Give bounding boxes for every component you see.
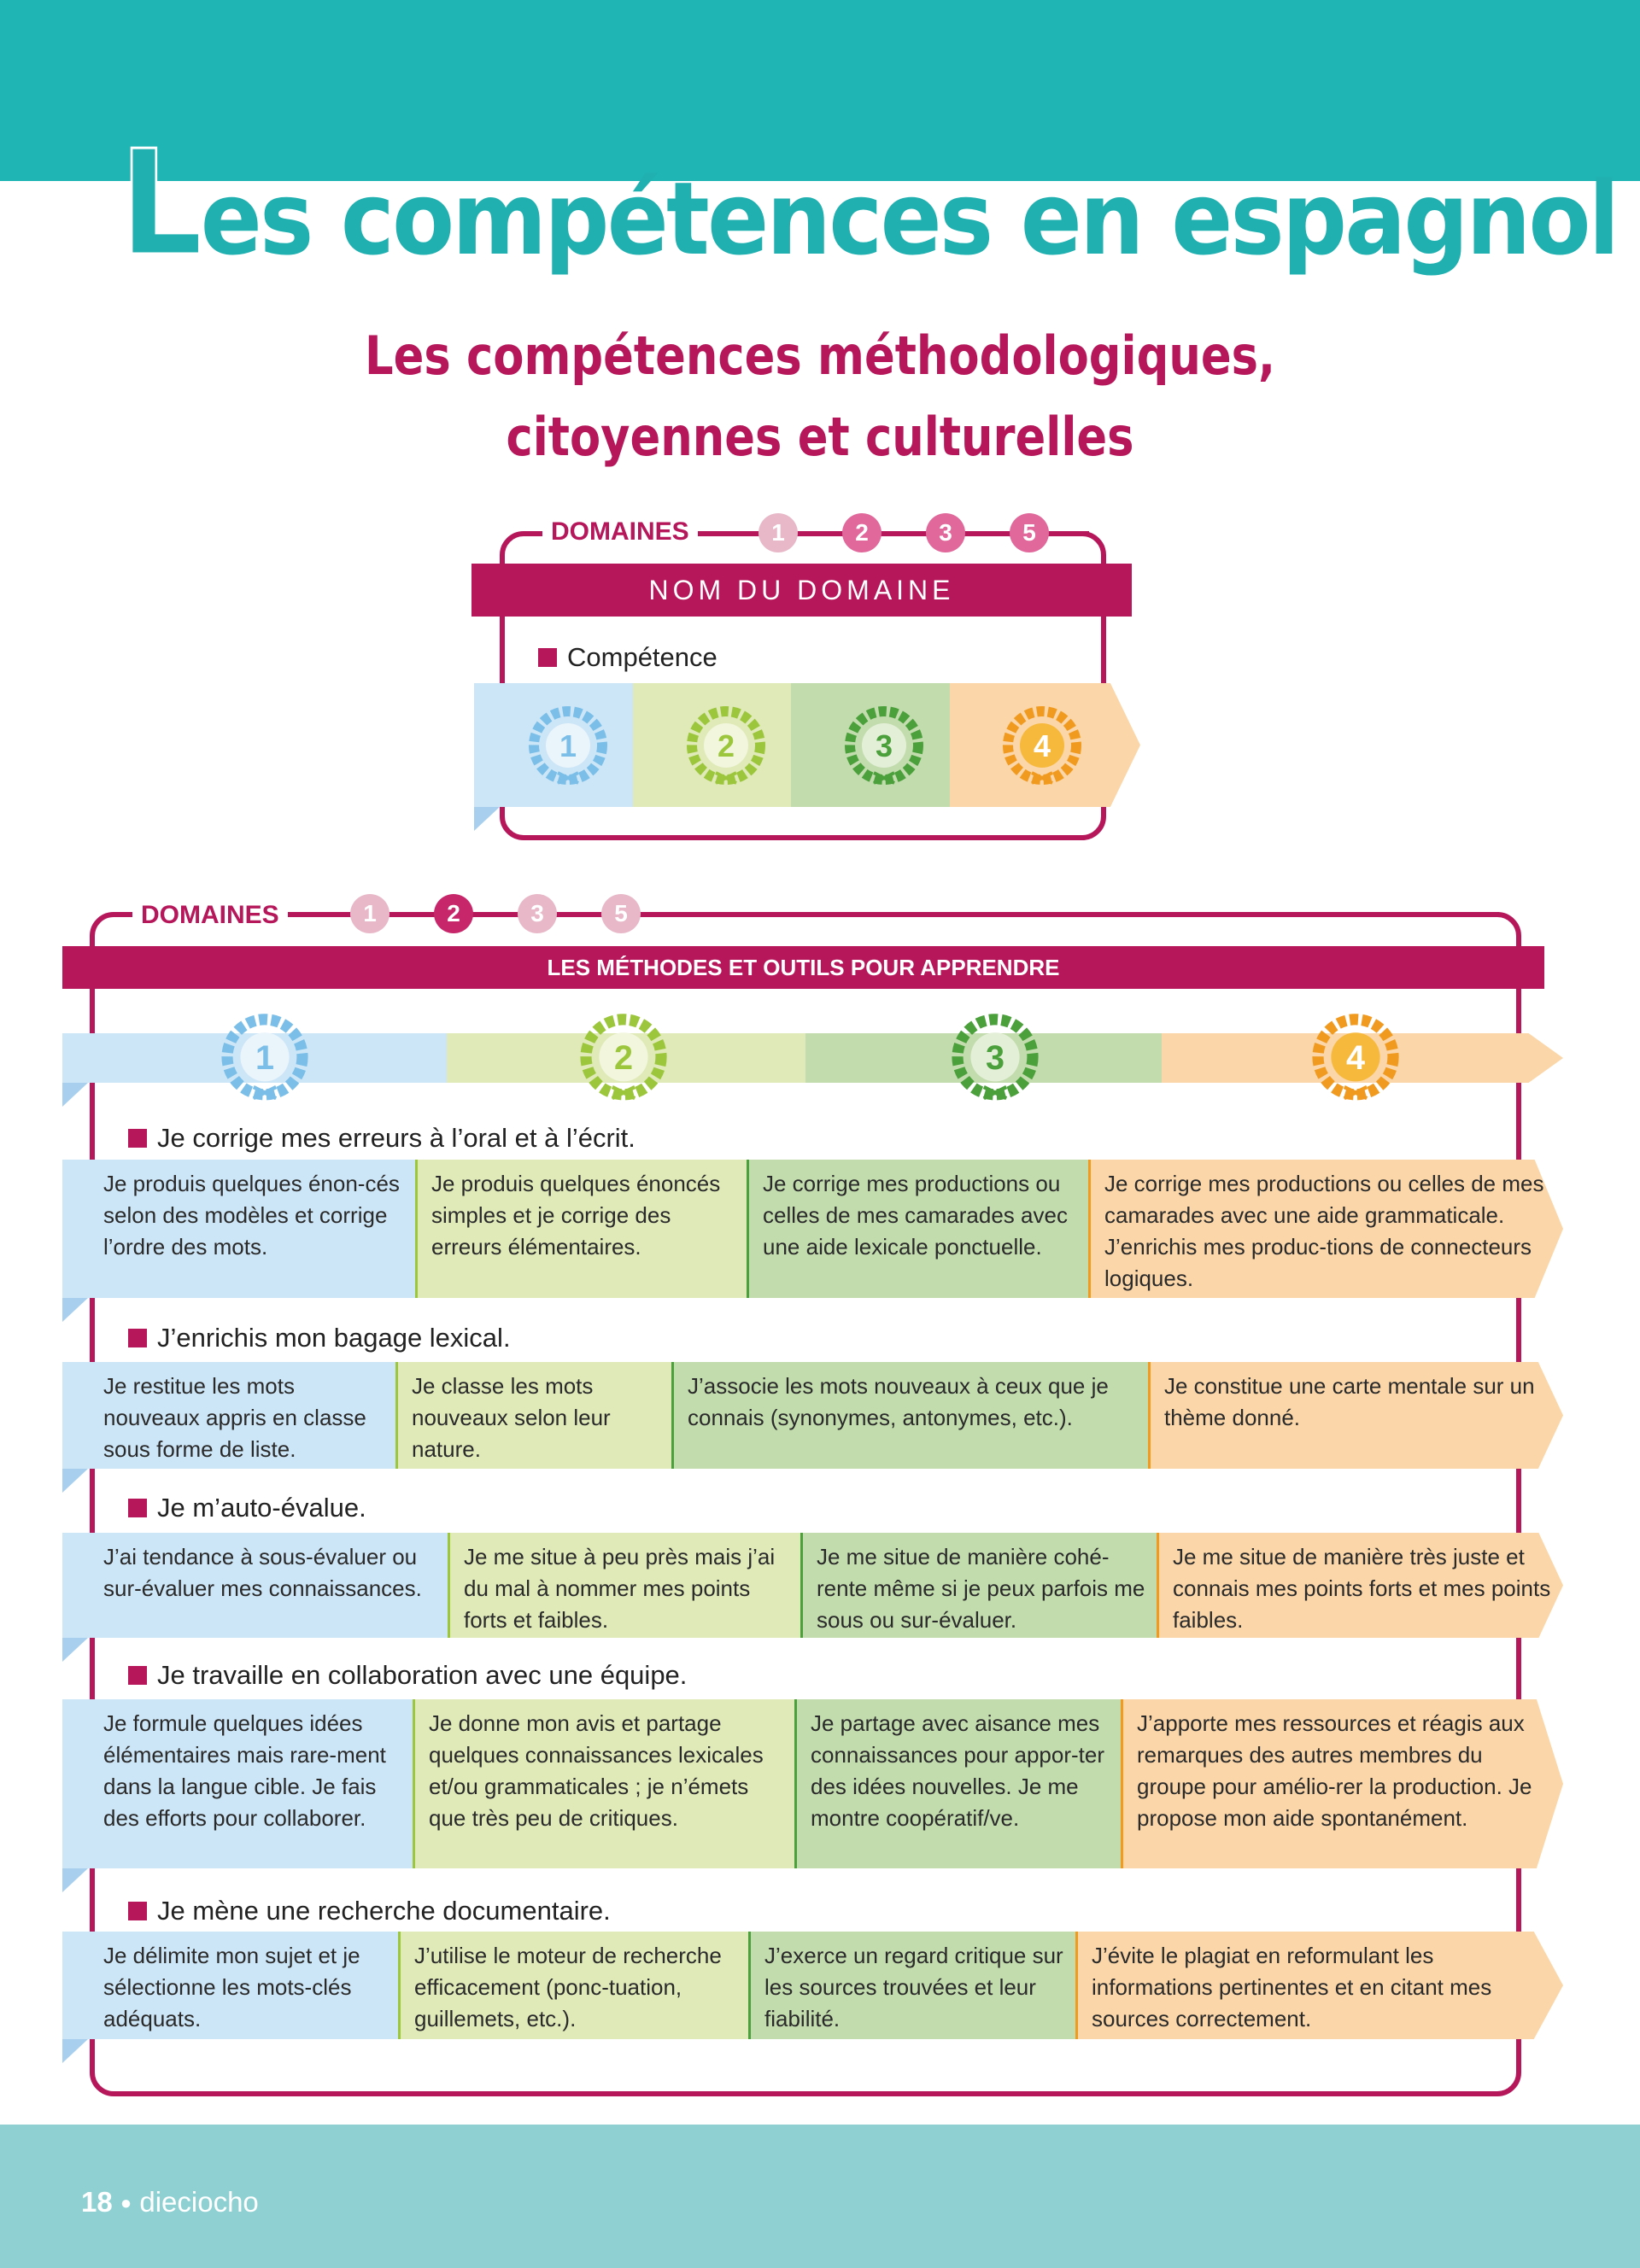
level-1-descriptor: Je restitue les mots nouveaux appris en … (62, 1362, 395, 1469)
competence-title: Je travaille en collaboration avec une é… (128, 1660, 687, 1691)
level-2-descriptor: Je produis quelques énoncés simples et j… (415, 1160, 747, 1298)
level-2-descriptor: Je classe les mots nouveaux selon leur n… (395, 1362, 671, 1469)
fold-corner (474, 807, 500, 831)
competence-row: Je délimite mon sujet et je sélectionne … (62, 1932, 1563, 2039)
competence-title-text: Je m’auto-évalue. (157, 1493, 366, 1523)
competence-title-text: Je mène une recherche documentaire. (157, 1896, 611, 1926)
main-domain-1: 1 (350, 894, 390, 933)
level-number: 2 (718, 728, 735, 763)
level-4-descriptor: J’apporte mes ressources et réagis aux r… (1121, 1699, 1563, 1868)
bullet-square (128, 1666, 147, 1685)
competence-title-text: J’enrichis mon bagage lexical. (157, 1323, 511, 1353)
main-domain-3: 3 (518, 894, 557, 933)
level-3-laurel-icon: 3 (948, 1012, 1042, 1106)
level-2-descriptor: J’utilise le moteur de recherche efficac… (398, 1932, 748, 2039)
page-number-digits: 18 (81, 2186, 113, 2218)
fold-corner (62, 1298, 88, 1322)
level-1-laurel-icon: 1 (525, 704, 611, 790)
level-number: 1 (255, 1039, 274, 1077)
competence-title-text: Je corrige mes erreurs à l’oral et à l’é… (157, 1123, 636, 1153)
legend-domain-5: 5 (1010, 513, 1049, 552)
level-number: 4 (1034, 728, 1051, 763)
legend-domain-1: 1 (758, 513, 798, 552)
level-4-descriptor: Je me situe de manière très juste et con… (1157, 1533, 1563, 1638)
competence-title: Je m’auto-évalue. (128, 1493, 366, 1523)
fold-corner (62, 1083, 88, 1107)
level-3-descriptor: Je corrige mes productions ou celles de … (747, 1160, 1088, 1298)
level-1-descriptor: J’ai tendance à sous-évaluer ou sur-éval… (62, 1533, 448, 1638)
competence-row: Je produis quelques énon-cés selon des m… (62, 1160, 1563, 1298)
level-2-laurel-icon: 2 (683, 704, 769, 790)
header-band (0, 0, 1640, 181)
level-3-descriptor: Je me situe de manière cohé-rente même s… (800, 1533, 1157, 1638)
level-number: 2 (614, 1039, 633, 1077)
bullet-square (538, 648, 557, 667)
legend-domain-name: NOM DU DOMAINE (472, 564, 1132, 617)
level-1-descriptor: Je produis quelques énon-cés selon des m… (62, 1160, 415, 1298)
level-4-laurel-icon: 4 (999, 704, 1085, 790)
main-domain-line (303, 912, 1499, 917)
level-1-descriptor: Je délimite mon sujet et je sélectionne … (62, 1932, 398, 2039)
competence-row: Je formule quelques idées élémentaires m… (62, 1699, 1563, 1868)
level-4-descriptor: Je constitue une carte mentale sur un th… (1148, 1362, 1563, 1469)
level-3-laurel-icon: 3 (841, 704, 927, 790)
bullet: ● (120, 2192, 132, 2213)
competence-title: J’enrichis mon bagage lexical. (128, 1323, 511, 1353)
level-3-descriptor: J’exerce un regard critique sur les sour… (748, 1932, 1075, 2039)
legend-competence-label: Compétence (567, 642, 718, 672)
level-number: 3 (876, 728, 893, 763)
fold-corner (62, 2039, 88, 2063)
fold-corner (62, 1469, 88, 1493)
title-text: es compétences en espagnol (200, 160, 1620, 278)
level-number: 3 (986, 1039, 1004, 1077)
level-number: 1 (559, 728, 577, 763)
fold-corner (62, 1868, 88, 1892)
competence-row: J’ai tendance à sous-évaluer ou sur-éval… (62, 1533, 1563, 1638)
level-4-descriptor: J’évite le plagiat en reformulant les in… (1075, 1932, 1563, 2039)
level-3-descriptor: Je partage avec aisance mes connaissance… (794, 1699, 1121, 1868)
competence-title-text: Je travaille en collaboration avec une é… (157, 1660, 688, 1690)
level-number: 4 (1346, 1039, 1365, 1077)
level-2-descriptor: Je me situe à peu près mais j’ai du mal … (448, 1533, 800, 1638)
level-2-laurel-icon: 2 (577, 1012, 671, 1106)
page-number-word: dieciocho (139, 2186, 259, 2218)
bullet-square (128, 1129, 147, 1148)
competence-row: Je restitue les mots nouveaux appris en … (62, 1362, 1563, 1469)
level-3-descriptor: J’associe les mots nouveaux à ceux que j… (671, 1362, 1148, 1469)
main-domaines-label: DOMAINES (132, 901, 288, 930)
legend-domaines-label: DOMAINES (542, 517, 698, 547)
fold-corner (62, 1638, 88, 1662)
legend-competence: Compétence (538, 642, 718, 673)
main-domain-2-active: 2 (434, 894, 473, 933)
page-title: Les compétences en espagnol (119, 119, 1620, 290)
legend-domain-line (713, 531, 1089, 536)
subtitle-line-1: Les compétences méthodologiques, (365, 324, 1275, 387)
bullet-square (128, 1329, 147, 1347)
subtitle-line-2: citoyennes et culturelles (506, 406, 1134, 468)
competence-title: Je mène une recherche documentaire. (128, 1896, 611, 1926)
competence-title: Je corrige mes erreurs à l’oral et à l’é… (128, 1123, 636, 1154)
level-2-descriptor: Je donne mon avis et partage quelques co… (413, 1699, 794, 1868)
legend-domain-3: 3 (926, 513, 965, 552)
main-domain-name: LES MÉTHODES ET OUTILS POUR APPRENDRE (62, 946, 1544, 989)
footer-band (0, 2125, 1640, 2268)
level-4-descriptor: Je corrige mes productions ou celles de … (1088, 1160, 1563, 1298)
legend-domain-2: 2 (842, 513, 882, 552)
main-domain-5: 5 (601, 894, 641, 933)
bullet-square (128, 1902, 147, 1920)
level-1-laurel-icon: 1 (218, 1012, 312, 1106)
page-number: 18 ● dieciocho (81, 2186, 259, 2218)
bullet-square (128, 1499, 147, 1517)
level-4-laurel-icon: 4 (1309, 1012, 1403, 1106)
level-1-descriptor: Je formule quelques idées élémentaires m… (62, 1699, 413, 1868)
title-initial: L (119, 119, 204, 290)
